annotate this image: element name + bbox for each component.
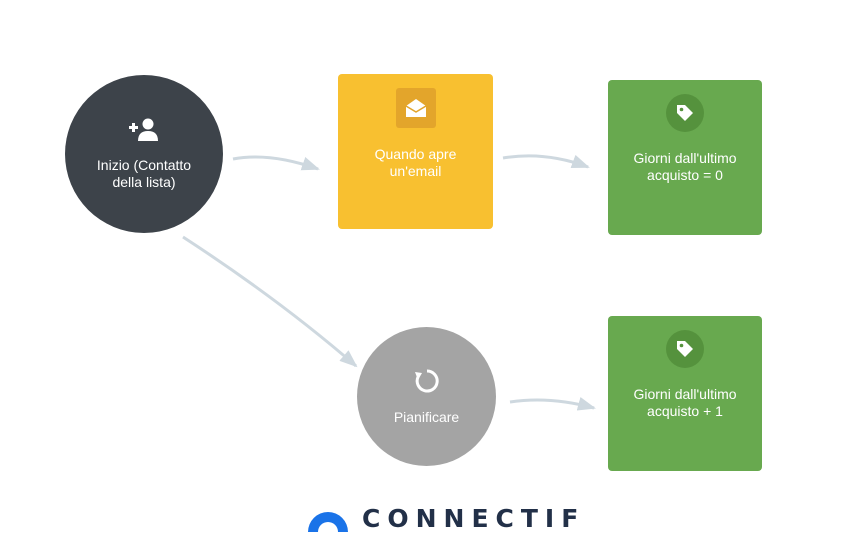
schedule-node-label: Pianificare xyxy=(393,409,460,425)
email-node[interactable]: Quando apre un'email xyxy=(338,74,493,229)
tag1-node[interactable]: Giorni dall'ultimo acquisto = 0 xyxy=(608,80,762,235)
schedule-node[interactable]: Pianificare xyxy=(357,327,496,466)
connectif-logo-mark xyxy=(308,511,348,532)
tag2-node-label: Giorni dall'ultimo acquisto + 1 xyxy=(633,386,737,419)
tag-icon xyxy=(666,330,704,368)
start-node[interactable]: Inizio (Contatto della lista) xyxy=(65,75,223,233)
arrow-schedule-to-tag2 xyxy=(509,397,596,411)
connectif-logo: CONNECTIF xyxy=(306,504,585,533)
refresh-icon xyxy=(413,367,441,395)
arrow-start-to-email xyxy=(232,155,320,171)
tag1-node-label: Giorni dall'ultimo acquisto = 0 xyxy=(633,150,737,183)
start-node-label: Inizio (Contatto della lista) xyxy=(96,157,192,190)
envelope-open-icon xyxy=(395,88,436,128)
add-user-icon xyxy=(127,117,161,143)
tag-icon xyxy=(666,94,704,132)
arrow-start-to-schedule xyxy=(182,235,358,368)
logo-text: CONNECTIF xyxy=(362,504,586,533)
tag2-node[interactable]: Giorni dall'ultimo acquisto + 1 xyxy=(608,316,762,471)
arrow-email-to-tag1 xyxy=(502,154,590,169)
email-node-label: Quando apre un'email xyxy=(374,146,457,179)
